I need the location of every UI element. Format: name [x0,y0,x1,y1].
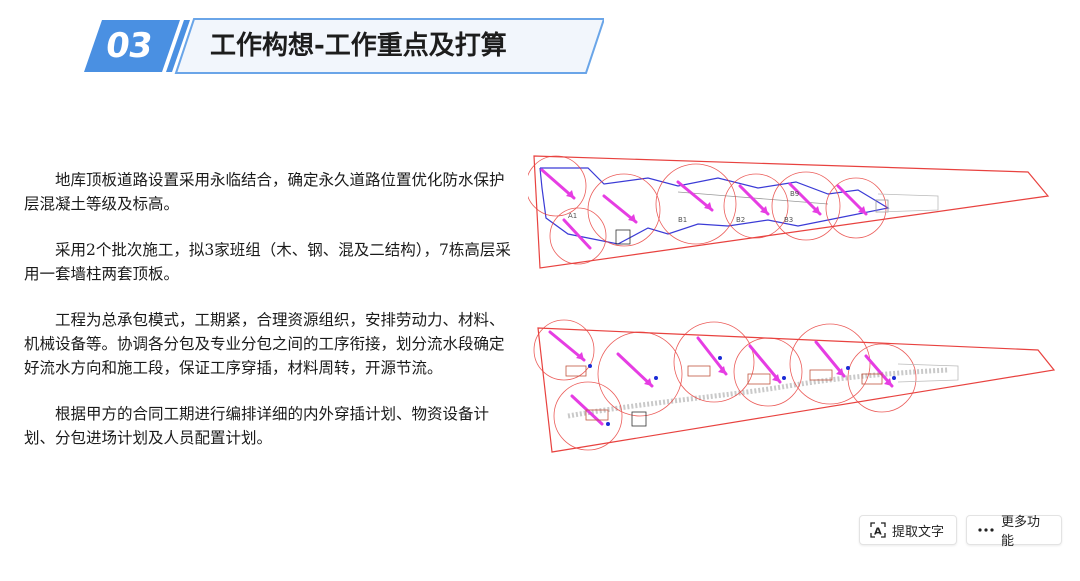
extract-text-button[interactable]: A 提取文字 [859,515,957,545]
plan-label-b2: B2 [736,216,745,224]
site-plan-phase-2 [533,319,1056,453]
paragraph-schedule: 根据甲方的合同工期进行编排详细的内外穿插计划、物资设备计划、分包进场计划及人员配… [24,405,490,447]
text-recognize-icon: A [870,522,886,538]
more-functions-button[interactable]: 更多功能 [966,515,1062,549]
more-dots-icon [977,522,995,538]
more-functions-label: 更多功能 [1001,515,1041,549]
extract-text-label: 提取文字 [892,524,945,540]
plan-label-a1: A1 [568,212,577,220]
plan-label-b9: B9 [790,190,799,198]
section-number: 03 [103,26,155,66]
paragraph-resources: 工程为总承包模式，工期紧，合理资源组织，安排劳动力、材料、机械设备等。协调各分包… [24,311,505,377]
section-title: 工作构想-工作重点及打算 [210,31,507,61]
header-banner-shape [84,18,604,74]
paragraph-batches: 采用2个批次施工，拟3家班组（木、钢、混及二结构），7栋高层采用一套墙柱两套顶板… [24,241,511,283]
body-text: 地库顶板道路设置采用永临结合，确定永久道路位置优化防水保护层混凝土等级及标高。 … [24,168,516,472]
site-plan-phase-1: A1 B1 B2 B3 B9 [528,155,1050,269]
plan-label-b3: B3 [784,216,793,224]
svg-text:A: A [874,527,882,538]
plan-label-b1: B1 [678,216,687,224]
paragraph-road-layout: 地库顶板道路设置采用永临结合，确定永久道路位置优化防水保护层混凝土等级及标高。 [24,171,505,213]
section-header: 03 工作构想-工作重点及打算 [84,16,604,76]
